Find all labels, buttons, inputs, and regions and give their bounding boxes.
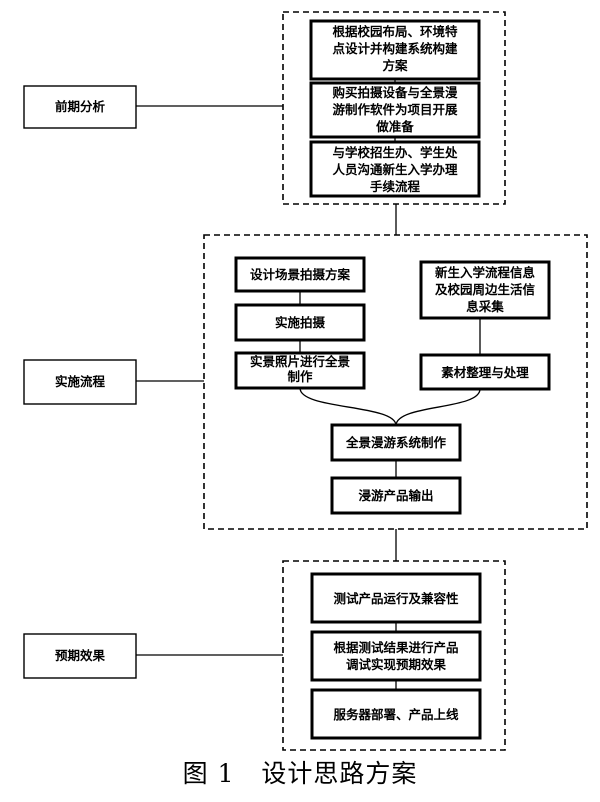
step-text-line: 测试产品运行及兼容性: [333, 591, 459, 606]
step-text-panorama-production: 实景照片进行全景制作: [250, 354, 351, 384]
step-box-product-output: 浸游产品输出: [330, 476, 462, 515]
stage-box-analysis: 前期分析: [23, 85, 137, 129]
step-box-system-production: 全景漫游系统制作: [330, 423, 462, 462]
step-text-line: 人员沟通新生入学办理: [332, 162, 458, 177]
step-box-communicate-admissions: 与学校招生办、学生处人员沟通新生入学办理手续流程: [309, 140, 481, 198]
step-text-line: 设计场景拍摄方案: [250, 267, 351, 282]
step-text-line: 与学校招生办、学生处: [332, 145, 458, 160]
step-text-line: 浸游产品输出: [358, 488, 433, 503]
step-text-line: 服务器部署、产品上线: [333, 707, 459, 722]
step-text-info-collection: 新生入学流程信息及校园周边生活信息采集: [435, 265, 536, 314]
step-box-purchase-equipment: 购买拍摄设备与全景漫游制作软件为项目开展做准备: [309, 81, 481, 139]
step-text-line: 全景漫游系统制作: [345, 435, 447, 450]
step-text-line: 及校园周边生活信: [435, 282, 536, 297]
step-text-line: 调试实现预期效果: [346, 657, 447, 672]
figure-caption: 图 1 设计思路方案: [0, 754, 600, 790]
step-text-line: 点设计并构建系统构建: [332, 41, 458, 56]
step-box-deploy-server: 服务器部署、产品上线: [310, 688, 482, 740]
step-text-material-processing: 素材整理与处理: [441, 365, 529, 380]
step-text-purchase-equipment: 购买拍摄设备与全景漫游制作软件为项目开展做准备: [332, 85, 458, 134]
stage-label-analysis: 前期分析: [55, 99, 106, 114]
connector-merge-to-m6: [299, 387, 481, 426]
figure-title: 设计思路方案: [261, 759, 418, 788]
step-text-shooting: 实施拍摄: [275, 315, 326, 330]
step-text-plan-system: 根据校园布局、环境特点设计并构建系统构建方案: [332, 24, 458, 73]
stage-label-implementation: 实施流程: [55, 374, 106, 389]
step-box-info-collection: 新生入学流程信息及校园周边生活信息采集: [419, 260, 551, 320]
step-text-product-output: 浸游产品输出: [358, 488, 433, 503]
step-box-test-compatibility: 测试产品运行及兼容性: [310, 572, 482, 624]
step-text-test-compatibility: 测试产品运行及兼容性: [333, 591, 459, 606]
step-box-shooting: 实施拍摄: [234, 303, 366, 342]
group-box-expected-results: [282, 560, 506, 751]
stage-label-expected-results: 预期效果: [55, 648, 106, 663]
step-text-shoot-plan: 设计场景拍摄方案: [250, 267, 351, 282]
step-text-line: 根据校园布局、环境特: [332, 24, 458, 39]
step-text-line: 实景照片进行全景: [250, 354, 351, 369]
step-text-line: 新生入学流程信息: [435, 265, 536, 280]
step-text-line: 息采集: [466, 299, 504, 314]
step-text-debug-product: 根据测试结果进行产品调试实现预期效果: [333, 640, 458, 672]
group-box-analysis: [282, 11, 506, 205]
step-text-line: 游制作软件为项目开展: [332, 102, 458, 117]
step-text-line: 购买拍摄设备与全景漫: [332, 85, 458, 100]
step-box-shoot-plan: 设计场景拍摄方案: [234, 256, 366, 293]
step-text-line: 实施拍摄: [275, 315, 326, 330]
stage-box-expected-results: 预期效果: [23, 633, 137, 679]
step-box-plan-system: 根据校园布局、环境特点设计并构建系统构建方案: [309, 19, 481, 81]
step-text-line: 方案: [382, 58, 408, 73]
step-text-system-production: 全景漫游系统制作: [345, 435, 447, 450]
step-text-line: 制作: [287, 369, 313, 384]
step-text-line: 做准备: [375, 119, 414, 134]
step-box-panorama-production: 实景照片进行全景制作: [234, 351, 366, 390]
step-text-communicate-admissions: 与学校招生办、学生处人员沟通新生入学办理手续流程: [332, 145, 458, 194]
step-text-line: 手续流程: [370, 179, 421, 194]
figure-number: 图 1: [182, 759, 235, 788]
step-box-material-processing: 素材整理与处理: [419, 353, 551, 391]
step-box-debug-product: 根据测试结果进行产品调试实现预期效果: [310, 630, 482, 682]
step-text-line: 根据测试结果进行产品: [333, 640, 458, 655]
step-text-line: 素材整理与处理: [441, 365, 529, 380]
stage-box-implementation: 实施流程: [23, 359, 137, 405]
step-text-deploy-server: 服务器部署、产品上线: [333, 707, 459, 722]
